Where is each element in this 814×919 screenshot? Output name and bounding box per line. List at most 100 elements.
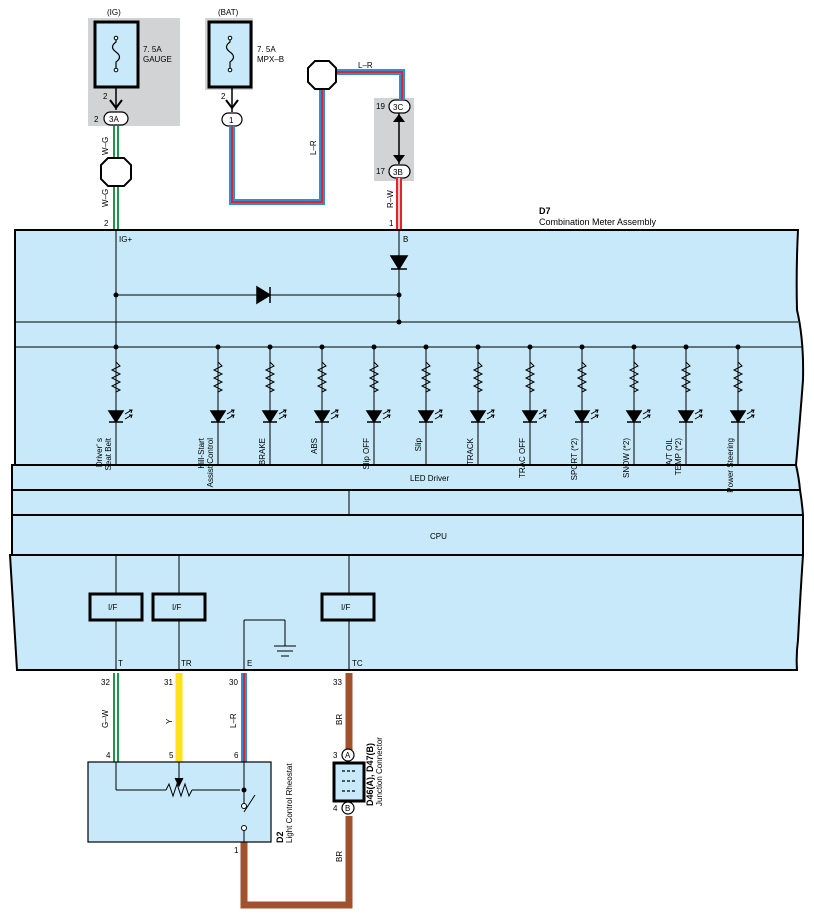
pin-tr-num: 31 bbox=[164, 678, 173, 687]
led-resistor bbox=[368, 361, 380, 393]
junction-connector-internal bbox=[342, 770, 357, 792]
pin-tc-label: TC bbox=[352, 659, 363, 668]
led-resistor bbox=[576, 361, 588, 393]
y-end-num: 5 bbox=[169, 751, 174, 760]
led-light-arrows bbox=[330, 409, 339, 420]
indicator-label: Power Steering bbox=[726, 438, 735, 493]
led-resistor bbox=[212, 361, 224, 393]
indicator-label: Driver' sSeat Belt bbox=[95, 437, 113, 470]
junction-lower-pin: 17 bbox=[376, 167, 385, 176]
lr-wire-label-bottom: L–R bbox=[229, 713, 238, 728]
led-diode bbox=[469, 410, 487, 424]
led-resistor bbox=[732, 361, 744, 393]
rheostat-code: D2 bbox=[275, 831, 285, 843]
indicator-led: TRACK bbox=[466, 361, 495, 465]
ig-pin-num: 2 bbox=[104, 219, 109, 228]
led-resistor bbox=[524, 361, 536, 393]
junction-pin-b: B bbox=[345, 804, 350, 813]
bat-fuse-name: MPX–B bbox=[257, 55, 284, 64]
indicator-led: Slip OFF bbox=[362, 361, 391, 470]
led-diode bbox=[417, 410, 435, 424]
if-label-tr: I/F bbox=[172, 603, 181, 612]
if-block-tr: I/F bbox=[151, 592, 207, 622]
cpu-label: CPU bbox=[430, 532, 447, 541]
indicator-label: BRAKE bbox=[258, 438, 267, 465]
indicator-label: Slip OFF bbox=[362, 438, 371, 470]
pin-e-num: 30 bbox=[229, 678, 238, 687]
junction-pin-b-circle bbox=[341, 801, 355, 815]
led-diode bbox=[209, 410, 227, 424]
br-wire-label-lower: BR bbox=[335, 851, 344, 862]
indicator-led: Hill-StartAssist Control bbox=[197, 361, 235, 487]
led-resistor bbox=[110, 361, 122, 393]
led-diode bbox=[261, 410, 279, 424]
led-light-arrows bbox=[694, 409, 703, 420]
br-wire bbox=[240, 673, 353, 909]
junction-connector-code: D46(A), D47(B) bbox=[365, 743, 375, 806]
indicator-label: Slip bbox=[414, 437, 423, 451]
led-light-arrows bbox=[538, 409, 547, 420]
lr-wire-label-right: L–R bbox=[309, 140, 318, 155]
br-wire-label-upper: BR bbox=[335, 714, 344, 725]
junction-dots bbox=[113, 292, 741, 350]
ig-pin-conn: 2 bbox=[94, 115, 99, 124]
indicator-led: A/T OILTEMP (*2) bbox=[665, 361, 703, 475]
ig-connector bbox=[103, 111, 129, 126]
lr-end-num: 6 bbox=[234, 751, 239, 760]
indicator-label: TRAC OFF bbox=[518, 438, 527, 478]
rheostat-ground-pin: 1 bbox=[234, 846, 239, 855]
rheostat-name: Light Control Rheostat bbox=[285, 763, 294, 843]
led-light-arrows bbox=[226, 409, 235, 420]
meter-code: D7 bbox=[539, 206, 551, 216]
junction-pin-b-num: 4 bbox=[333, 804, 338, 813]
led-light-arrows bbox=[642, 409, 651, 420]
rheostat-internal bbox=[115, 762, 256, 842]
led-resistor bbox=[264, 361, 276, 393]
wg-wire-label-upper: W–G bbox=[101, 137, 110, 155]
indicator-label: A/T OILTEMP (*2) bbox=[665, 437, 683, 475]
led-light-arrows bbox=[124, 409, 133, 420]
led-diode bbox=[625, 410, 643, 424]
bat-fuse-box bbox=[207, 20, 253, 89]
y-wire-label: Y bbox=[165, 718, 174, 724]
pin-tr-label: TR bbox=[181, 659, 192, 668]
indicator-led: Slip bbox=[414, 361, 443, 451]
junction-upper-conn-label: 3C bbox=[393, 103, 403, 112]
wg-wire-label-lower: W–G bbox=[101, 189, 110, 207]
meter-name: Combination Meter Assembly bbox=[539, 217, 657, 227]
indicator-leds: Driver' sSeat Belt Hill-StartAssist Contr… bbox=[95, 361, 755, 493]
junction-upper-pin: 19 bbox=[376, 102, 385, 111]
junction-pin-a: A bbox=[345, 751, 351, 760]
led-driver-label: LED Driver bbox=[410, 474, 449, 483]
junction-pin-a-circle bbox=[341, 748, 355, 762]
led-diode bbox=[107, 410, 125, 424]
led-resistor bbox=[472, 361, 484, 393]
lr-wire-label-top: L–R bbox=[358, 61, 373, 70]
led-diode bbox=[729, 410, 747, 424]
if-label-tc: I/F bbox=[341, 603, 350, 612]
indicator-label: SPORT (*2) bbox=[570, 438, 579, 481]
ig-connector-label: 3A bbox=[109, 115, 119, 124]
ig-fuse-symbol bbox=[111, 36, 121, 70]
gw-wire-label: G–W bbox=[101, 709, 110, 728]
led-resistor bbox=[680, 361, 692, 393]
led-light-arrows bbox=[382, 409, 391, 420]
pin-t-label: T bbox=[118, 659, 123, 668]
led-light-arrows bbox=[746, 409, 755, 420]
b-pin-num: 1 bbox=[389, 219, 394, 228]
led-diode bbox=[313, 410, 331, 424]
led-resistor bbox=[628, 361, 640, 393]
led-resistor bbox=[420, 361, 432, 393]
led-light-arrows bbox=[278, 409, 287, 420]
gw-end-num: 4 bbox=[106, 751, 111, 760]
junction-lower-conn-label: 3B bbox=[393, 168, 403, 177]
indicator-led: Power Steering bbox=[726, 361, 755, 493]
indicator-label: Hill-StartAssist Control bbox=[197, 437, 215, 487]
indicator-label: TRACK bbox=[466, 437, 475, 465]
indicator-led: ABS bbox=[310, 361, 339, 454]
led-diode bbox=[677, 410, 695, 424]
bat-fuse-header: (BAT) bbox=[218, 8, 239, 17]
junction-connector-name: Junction Connector bbox=[375, 737, 384, 806]
led-resistor bbox=[316, 361, 328, 393]
